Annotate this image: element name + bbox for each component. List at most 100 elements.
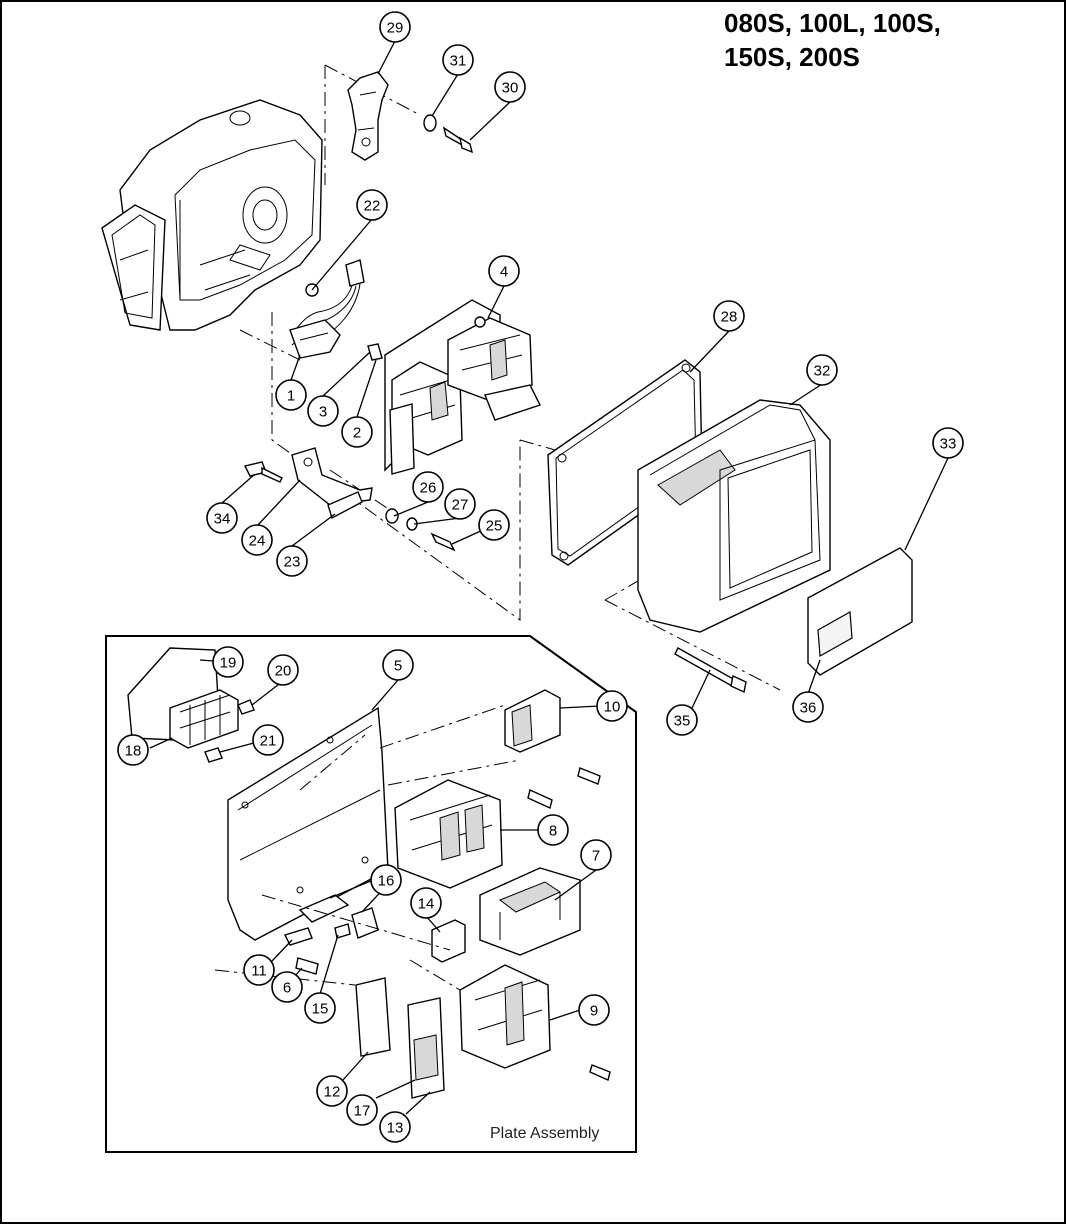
callout-number: 33 (940, 436, 957, 453)
callout-number: 18 (125, 743, 142, 760)
callout-24: 24 (241, 524, 273, 556)
callout-21: 21 (252, 724, 284, 756)
callout-19: 19 (212, 646, 244, 678)
callout-10: 10 (596, 690, 628, 722)
callout-circle (346, 1094, 378, 1126)
callout-circle (580, 839, 612, 871)
callout-circle (341, 416, 373, 448)
callout-number: 2 (353, 425, 361, 442)
callout-number: 25 (486, 518, 503, 535)
callout-number: 29 (387, 20, 404, 37)
callout-5: 5 (382, 649, 414, 681)
callout-circle (478, 509, 510, 541)
callout-circle (241, 524, 273, 556)
callout-circle (252, 724, 284, 756)
callout-34: 34 (206, 502, 238, 534)
callout-23: 23 (276, 545, 308, 577)
callout-6: 6 (271, 971, 303, 1003)
callout-circle (267, 654, 299, 686)
callout-9: 9 (578, 994, 610, 1026)
callout-28: 28 (713, 300, 745, 332)
callout-circle (932, 427, 964, 459)
callout-31: 31 (442, 44, 474, 76)
callout-number: 7 (592, 848, 600, 865)
callout-circle (806, 354, 838, 386)
callout-circle (537, 814, 569, 846)
callout-13: 13 (379, 1111, 411, 1143)
callout-circle (488, 255, 520, 287)
callout-number: 36 (800, 700, 817, 717)
callout-circle (442, 44, 474, 76)
callout-number: 13 (387, 1120, 404, 1137)
callout-circle (243, 954, 275, 986)
callout-number: 14 (418, 896, 435, 913)
callout-circle (444, 488, 476, 520)
callout-7: 7 (580, 839, 612, 871)
callout-circle (212, 646, 244, 678)
callout-circle (356, 189, 388, 221)
callout-14: 14 (410, 887, 442, 919)
callout-8: 8 (537, 814, 569, 846)
callout-number: 8 (549, 823, 557, 840)
callout-circle (382, 649, 414, 681)
callout-circle (410, 887, 442, 919)
callout-number: 17 (354, 1103, 371, 1120)
callout-29: 29 (379, 11, 411, 43)
callout-number: 3 (319, 404, 327, 421)
callout-circle (713, 300, 745, 332)
callout-17: 17 (346, 1094, 378, 1126)
model-title-line-2: 150S, 200S (724, 42, 860, 72)
callout-circle (494, 71, 526, 103)
callout-number: 19 (220, 655, 237, 672)
callout-circle (379, 1111, 411, 1143)
part-26-washer (385, 508, 399, 524)
callout-30: 30 (494, 71, 526, 103)
part-24-bracket (291, 447, 373, 506)
callout-26: 26 (412, 471, 444, 503)
callout-1: 1 (275, 379, 307, 411)
callout-number: 12 (324, 1084, 341, 1101)
part-31-washer (423, 114, 437, 132)
leader-lines (149, 40, 949, 1115)
callout-number: 26 (420, 480, 437, 497)
callout-3: 3 (307, 395, 339, 427)
callout-36: 36 (792, 691, 824, 723)
callout-circle (596, 690, 628, 722)
model-title: 080S, 100L, 100S, 150S, 200S (724, 6, 941, 74)
callout-32: 32 (806, 354, 838, 386)
callout-25: 25 (478, 509, 510, 541)
callout-number: 6 (283, 980, 291, 997)
part-36-label (817, 611, 853, 657)
callout-4: 4 (488, 255, 520, 287)
callout-circle (271, 971, 303, 1003)
callout-15: 15 (304, 992, 336, 1024)
callout-2: 2 (341, 416, 373, 448)
part-25-screw (430, 532, 456, 552)
part-32-cover (637, 399, 831, 633)
plate-assembly-label: Plate Assembly (490, 1125, 600, 1142)
part-23-clamp (327, 491, 363, 520)
callout-22: 22 (356, 189, 388, 221)
callout-number: 32 (814, 363, 831, 380)
callout-number: 9 (590, 1003, 598, 1020)
part-34-screw (243, 461, 283, 483)
callout-33: 33 (932, 427, 964, 459)
part-30-screw (442, 126, 474, 154)
part-3-screw (367, 343, 383, 361)
callout-circle (379, 11, 411, 43)
callout-number: 24 (249, 533, 266, 550)
callout-18: 18 (117, 734, 149, 766)
callout-16: 16 (370, 864, 402, 896)
callout-circle (370, 864, 402, 896)
callout-number: 1 (287, 388, 295, 405)
callout-number: 35 (674, 713, 691, 730)
callout-number: 34 (214, 511, 231, 528)
callout-number: 16 (378, 873, 395, 890)
callout-number: 4 (500, 264, 508, 281)
part-4-contactor-assembly (384, 299, 541, 475)
part-29-clamp (347, 71, 389, 161)
callout-27: 27 (444, 488, 476, 520)
callout-number: 23 (284, 554, 301, 571)
